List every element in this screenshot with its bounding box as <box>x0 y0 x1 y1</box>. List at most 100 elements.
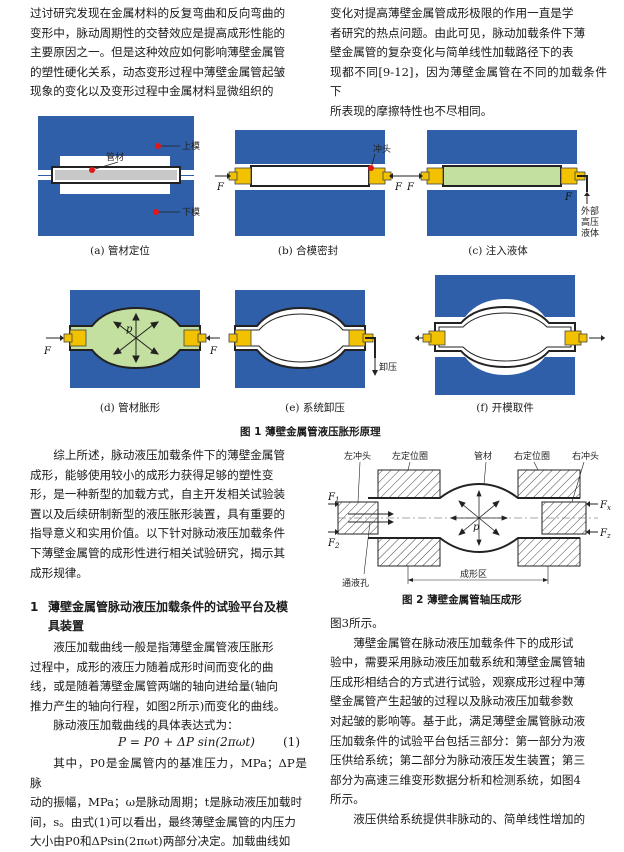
text-line: 的塑性硬化关系，动态变形过程中薄壁金属管起皱 <box>30 64 286 79</box>
section-body: 液压加载曲线一般是指薄壁金属管液压胀形 过程中，成形的液压力随着成形时间而变化的… <box>30 638 307 736</box>
equation-1: P = P0 + ΔP sin(2πωt) <box>118 735 255 749</box>
text-line: 动的振幅，MPa；ω是脉动周期；t是脉动液压加载时 <box>30 795 303 810</box>
figure2-caption: 图 2 薄壁金属管轴压成形 <box>402 594 522 606</box>
top-left-column: 过讨研究发现在金属材料的反复弯曲和反向弯曲的 变形中，脉动周期性的交替效应是提高… <box>30 4 307 102</box>
tube-label: 管材 <box>106 151 124 163</box>
figure1-caption-f: (f) 开模取件 <box>476 402 534 414</box>
right-punch-label: 右冲头 <box>572 450 599 462</box>
figure1-panel-a: 管材 上模 下模 <box>30 112 215 240</box>
pressure-arrows <box>449 489 509 547</box>
figure1-panel-f <box>415 275 605 395</box>
text-line: 者研究的热点问题。由此可见，脉动加载条件下薄 <box>330 25 586 40</box>
upper-die <box>435 275 575 317</box>
force-label: F <box>564 192 573 203</box>
release-label: 卸压 <box>379 361 397 373</box>
force-f2-label: F2 <box>328 538 340 550</box>
pressure-arrows <box>112 312 160 364</box>
figure1-panel-c: F F 外部 高压 液体 <box>405 112 610 240</box>
pressure-label: p <box>126 324 133 335</box>
text-line: 压加载条件的试验平台包括三部分：第一部分为液 <box>330 733 586 748</box>
text-line: 主要原因之一。但是这种效应如何影响薄壁金属管 <box>30 45 286 60</box>
text-line: 变化对提高薄壁金属管成形极限的作用一直是学 <box>330 6 574 20</box>
lower-left-die <box>377 537 441 567</box>
text-line: 图3所示。 <box>330 616 384 630</box>
forming-zone-label: 成形区 <box>460 568 487 580</box>
text-line: 薄壁金属管在脉动液压加载条件下的成形试 <box>353 635 574 650</box>
force-fx-label: Fx <box>599 500 611 512</box>
text-line: 置以及后续研制新型的液压胀形装置，具有重要的 <box>30 506 286 521</box>
bulged-tube <box>69 306 201 370</box>
upper-left-die <box>377 469 441 499</box>
lower-die-label: 下模 <box>182 207 200 218</box>
pressure-label: p <box>473 522 480 533</box>
lower-die <box>435 357 575 395</box>
force-label: F <box>209 346 218 357</box>
high-pressure-label: 高压 <box>581 216 599 228</box>
fluid-filled-tube <box>442 165 562 187</box>
force-label: F <box>43 346 52 357</box>
left-punch-label: 左冲头 <box>344 450 371 462</box>
figure1-caption-e: (e) 系统卸压 <box>285 402 345 414</box>
text-line: 推力产生的轴向行程，如图2所示)而变化的曲线。 <box>30 698 286 713</box>
section-heading: 1 薄壁金属管脉动液压加载条件的试验平台及模 具装置 <box>30 598 310 636</box>
top-right-column: 变化对提高薄壁金属管成形极限的作用一直是学 者研究的热点问题。由此可见，脉动加载… <box>330 4 607 122</box>
text-line: 变形中，脉动周期性的交替效应是提高成形性能的 <box>30 25 286 40</box>
lower-right-die <box>517 537 581 567</box>
text-line: 成形规律。 <box>30 565 88 580</box>
text-line: 大小由P0和ΔPsin(2πωt)两部分决定。加载曲线如 <box>30 834 291 849</box>
mid-left-column: 综上所述，脉动液压加载条件下的薄壁金属管 成形，能够使用较小的成形力获得足够的塑… <box>30 446 307 583</box>
figure1-caption: 图 1 薄壁金属管液压胀形原理 <box>240 426 381 438</box>
text-line: 形，是一种新型的加载方式，自主开发相关试验装 <box>30 487 286 502</box>
text-line: 综上所述，脉动液压加载条件下的薄壁金属管 <box>53 448 286 462</box>
figure1-caption-b: (b) 合模密封 <box>277 245 339 257</box>
equation-number: (1) <box>283 735 300 749</box>
text-line: 成形，能够使用较小的成形力获得足够的塑性变 <box>30 467 274 482</box>
figure1-caption-d: (d) 管材胀形 <box>99 402 161 414</box>
text-line: 壁金属管产生起皱的过程以及脉动液压加载参数 <box>330 694 574 709</box>
punch-label: 冲头 <box>373 143 391 155</box>
red-marker <box>89 167 95 173</box>
text-line: 压成形相结合的方式进行试验，观察成形过程中薄 <box>330 674 586 689</box>
text-line: 现象的变化以及变形过程中金属材料显微组织的 <box>30 84 274 99</box>
left-locator-label: 左定位圈 <box>392 450 428 462</box>
bottom-right-column: 图3所示。 薄壁金属管在脉动液压加载条件下的成形试 验中，需要采用脉动液压加载系… <box>330 614 607 830</box>
figure1-panel-b: 冲头 F F <box>215 112 405 240</box>
upper-die-label: 上模 <box>182 141 200 152</box>
text-line: 对起皱的影响等。基于此，满足薄壁金属管脉动液 <box>330 713 586 728</box>
feed-hole-label: 通液孔 <box>342 577 369 588</box>
force-label: F <box>216 182 225 193</box>
text-line: 所表现的摩擦特性也不尽相同。 <box>330 103 493 118</box>
text-line: 部分为高速三维变形数据分析和检测系统，如图4 <box>330 772 581 787</box>
text-line: 过讨研究发现在金属材料的反复弯曲和反向弯曲的 <box>30 6 286 20</box>
external-label: 外部 <box>581 205 599 217</box>
text-line: 验中，需要采用脉动液压加载系统和薄壁金属管轴 <box>330 655 586 670</box>
text-line: 其中，P0是金属管内的基准压力，MPa；ΔP是脉 <box>30 756 307 790</box>
text-line: 间，s。由式(1)可以看出，最终薄壁金属管的内压力 <box>30 814 296 829</box>
right-locator-label: 右定位圈 <box>514 450 550 462</box>
text-line: 线，或是随着薄壁金属管两端的轴向进给量(轴向 <box>30 679 278 694</box>
figure1-caption-a: (a) 管材定位 <box>90 245 150 257</box>
force-f1-label: F1 <box>328 492 339 504</box>
force-label: F <box>406 182 415 193</box>
section-title-line1: 薄壁金属管脉动液压加载条件的试验平台及模 <box>48 600 289 614</box>
section-title-line2: 具装置 <box>48 619 85 633</box>
text-line: 液压供给系统提供非脉动的、简单线性增加的 <box>353 811 586 826</box>
text-line: 液压加载曲线一般是指薄壁金属管液压胀形 <box>53 640 274 654</box>
figure2-diagram: 左冲头 左定位圈 管材 右定位圈 右冲头 F1 F2 Fx Fz p 通液孔 成… <box>328 448 618 588</box>
force-label: F <box>394 182 403 193</box>
after-equation: 其中，P0是金属管内的基准压力，MPa；ΔP是脉 动的振幅，MPa；ω是脉动周期… <box>30 754 307 852</box>
force-fz-label: Fz <box>599 528 611 540</box>
text-line: 现都不同[9-12]，因为薄壁金属管在不同的加载条件下 <box>330 64 607 99</box>
figure1-caption-c: (c) 注入液体 <box>468 245 528 257</box>
text-line: 压供给系统；第二部分为脉动液压发生装置；第三 <box>330 753 586 768</box>
text-line: 过程中，成形的液压力随着成形时间而变化的曲 <box>30 659 274 674</box>
section-number: 1 <box>30 600 39 614</box>
text-line: 壁金属管的复杂变化与简单线性加载路径下的表 <box>330 45 574 60</box>
text-line: 脉动液压加载曲线的具体表达式为： <box>53 718 239 733</box>
fluid-label: 液体 <box>581 227 599 239</box>
text-line: 下薄壁金属管的成形性进行相关试验研究，揭示其 <box>30 545 286 560</box>
figure1-panel-e: 卸压 <box>225 282 415 392</box>
upper-right-die <box>517 469 581 499</box>
tube-label: 管材 <box>474 450 492 462</box>
text-line: 指导意义和实用价值。以下针对脉动液压加载条件 <box>30 526 286 541</box>
